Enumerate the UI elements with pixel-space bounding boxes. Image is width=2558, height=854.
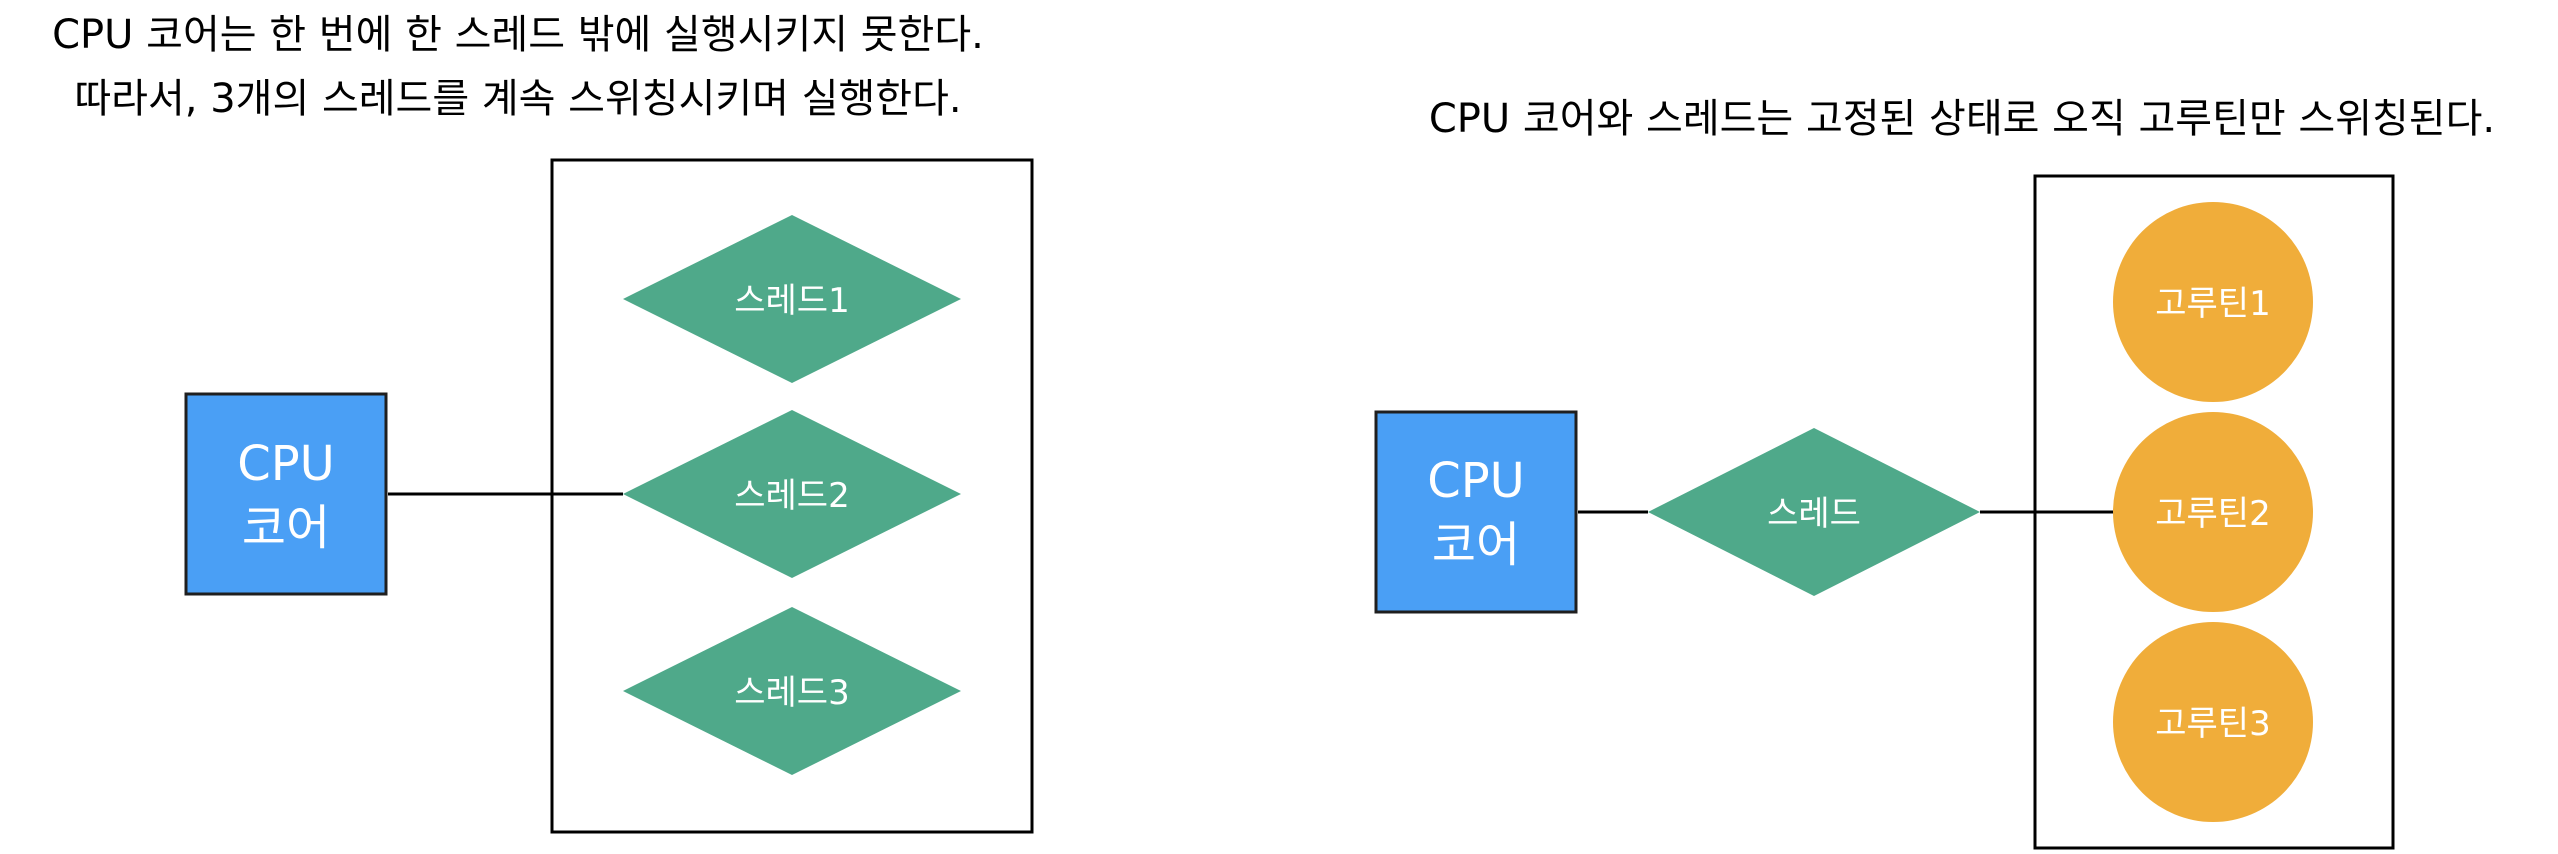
left-thread-1-diamond xyxy=(623,215,961,383)
left-thread-3-label: 스레드3 xyxy=(734,673,849,713)
right-diagram: CPU 코어와 스레드는 고정된 상태로 오직 고루틴만 스위칭된다. CPU … xyxy=(1374,96,2495,850)
right-coroutine-1-label: 고루틴1 xyxy=(2155,284,2270,324)
left-diagram: CPU 코어는 한 번에 한 스레드 밖에 실행시키지 못한다. 따라서, 3개… xyxy=(52,12,1034,834)
right-coroutine-2-circle xyxy=(2113,412,2313,612)
left-thread-2-label: 스레드2 xyxy=(734,476,849,516)
right-thread-diamond xyxy=(1648,428,1980,596)
left-core-label: 코어 xyxy=(242,500,330,556)
right-thread-label: 스레드 xyxy=(1767,494,1861,534)
right-core-label: 코어 xyxy=(1432,517,1520,573)
left-thread-1-label: 스레드1 xyxy=(734,281,849,321)
right-coroutine-3-label: 고루틴3 xyxy=(2155,704,2270,744)
left-thread-3-diamond xyxy=(623,607,961,775)
left-cpu-label: CPU xyxy=(237,436,335,492)
right-cpu-core-box xyxy=(1374,410,1578,614)
left-caption-line1: CPU 코어는 한 번에 한 스레드 밖에 실행시키지 못한다. xyxy=(52,12,984,58)
right-cpu-label: CPU xyxy=(1427,453,1525,509)
left-caption-line2: 따라서, 3개의 스레드를 계속 스위칭시키며 실행한다. xyxy=(74,76,961,122)
right-coroutine-1-circle xyxy=(2113,202,2313,402)
left-thread-2-diamond xyxy=(623,410,961,578)
left-thread-frame xyxy=(550,158,1034,834)
left-cpu-core-box xyxy=(184,392,388,596)
right-coroutine-3-circle xyxy=(2113,622,2313,822)
right-coroutine-2-label: 고루틴2 xyxy=(2155,494,2270,534)
right-caption: CPU 코어와 스레드는 고정된 상태로 오직 고루틴만 스위칭된다. xyxy=(1429,96,2495,142)
